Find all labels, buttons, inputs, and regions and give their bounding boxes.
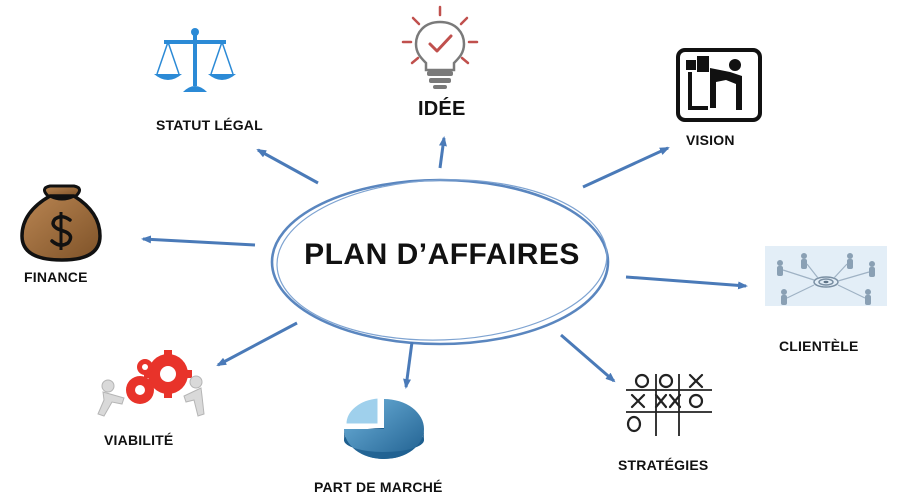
- label-clientele: CLIENTÈLE: [779, 338, 859, 354]
- label-strategies: STRATÉGIES: [618, 457, 709, 473]
- label-finance: FINANCE: [24, 269, 88, 285]
- pie-chart-icon: [344, 397, 424, 459]
- label-part-de-marche: PART DE MARCHÉ: [314, 479, 443, 495]
- tic-tac-toe-icon: [626, 373, 712, 436]
- arrow-idee: [438, 136, 447, 169]
- arrow-strategies: [560, 333, 616, 383]
- arrow-part-de-marche: [403, 341, 414, 389]
- arrows: [141, 136, 748, 389]
- arrow-statut-legal: [256, 148, 319, 185]
- label-viabilite: VIABILITÉ: [104, 432, 174, 448]
- lightbulb-checkmark-icon: [401, 5, 479, 89]
- scales-of-justice-icon: [154, 28, 236, 92]
- label-statut-legal: STATUT LÉGAL: [156, 117, 263, 133]
- arrow-clientele: [625, 275, 748, 290]
- target-people-icon: [765, 246, 887, 306]
- money-bag-dollar-icon: [20, 184, 102, 262]
- label-idee: IDÉE: [418, 98, 466, 120]
- people-pushing-gears-icon: [97, 350, 205, 417]
- arrow-viabilite: [216, 321, 298, 367]
- binoculars-viewer-icon: [676, 48, 762, 122]
- label-vision: VISION: [686, 132, 735, 148]
- central-ellipse: [270, 178, 610, 346]
- center-title: PLAN D’AFFAIRES: [304, 238, 580, 271]
- arrow-finance: [141, 235, 256, 247]
- arrow-vision: [582, 146, 670, 189]
